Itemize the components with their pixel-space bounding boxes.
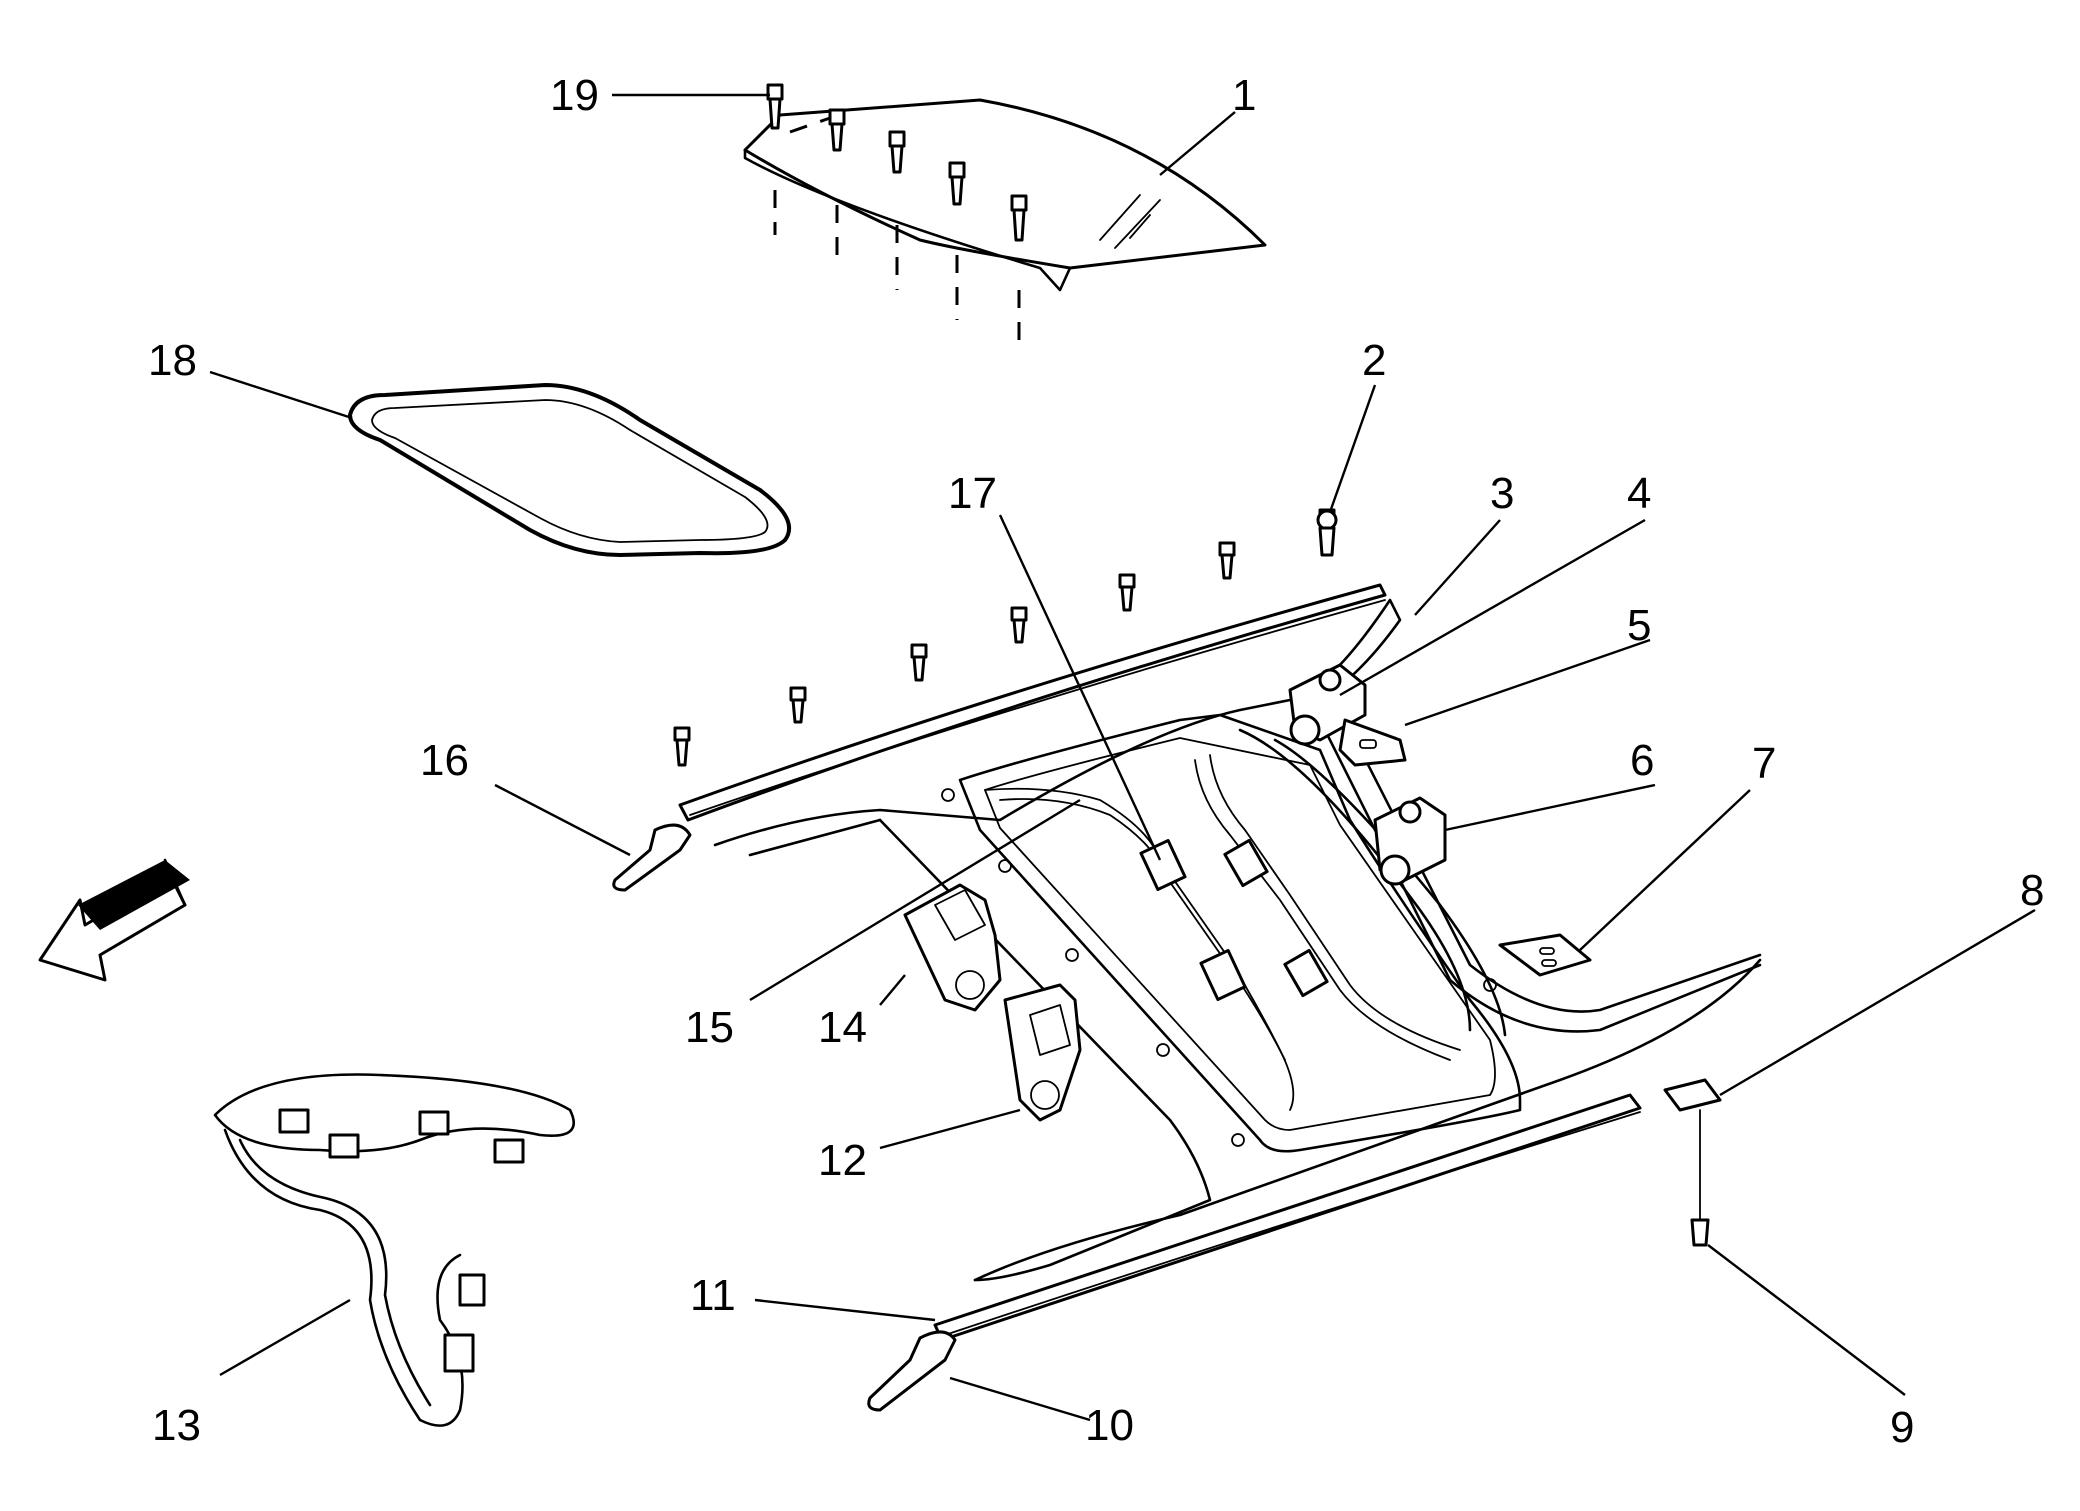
drain-end-10: [867, 1330, 957, 1412]
callout-3: 3: [1490, 469, 1514, 518]
rail-screw: [910, 643, 928, 682]
callout-14: 14: [818, 1003, 867, 1052]
glass-panel: [743, 98, 1267, 292]
screw-9: [1690, 1109, 1710, 1247]
front-direction-arrow-icon: [38, 858, 190, 982]
callout-11: 11: [690, 1271, 736, 1320]
bolt-a: [828, 108, 846, 265]
bolt-19: [766, 83, 784, 235]
callout-18: 18: [148, 336, 197, 385]
leader-lines: [209, 93, 2036, 1422]
callout-17: 17: [948, 469, 997, 518]
drive-bracket-4: [1288, 663, 1367, 746]
rail-screw: [673, 726, 691, 767]
callout-2: 2: [1362, 336, 1386, 385]
callout-9: 9: [1890, 1403, 1914, 1452]
drain-end-16: [612, 823, 692, 892]
drive-bracket-6: [1373, 796, 1447, 886]
sunroof-frame: [678, 583, 1762, 1342]
bracket-plate-5: [1338, 718, 1407, 767]
bolt-d: [1010, 194, 1028, 350]
callout-labels: 1 2 3 4 5 6 7 8 9 10 11 12 13 14 15 16 1…: [148, 71, 2044, 1452]
bolt-b: [888, 130, 906, 290]
glass-panel-bolts: [766, 83, 1028, 350]
rail-screw: [1118, 573, 1136, 612]
callout-5: 5: [1627, 601, 1651, 650]
callout-12: 12: [818, 1136, 867, 1185]
callout-13: 13: [152, 1401, 201, 1450]
callout-19: 19: [550, 71, 599, 120]
motor-12: [1003, 983, 1082, 1122]
callout-15: 15: [685, 1003, 734, 1052]
rail-screw: [1010, 606, 1028, 644]
bracket-plate-7: [1498, 933, 1592, 977]
callout-16: 16: [420, 736, 469, 785]
sunroof-seal: [348, 383, 791, 557]
callout-4: 4: [1627, 469, 1651, 518]
callout-10: 10: [1085, 1401, 1134, 1450]
rail-screw: [789, 686, 807, 724]
callout-7: 7: [1752, 739, 1776, 788]
rail-screw: [1218, 541, 1236, 580]
bolt-c: [948, 161, 966, 320]
motor-14: [903, 883, 1002, 1012]
callout-6: 6: [1630, 736, 1654, 785]
callout-8: 8: [2020, 866, 2044, 915]
wiring-harness-13: [213, 1073, 575, 1427]
callout-1: 1: [1232, 71, 1256, 120]
clip-8: [1663, 1078, 1722, 1112]
bolt-2: [1316, 509, 1338, 557]
